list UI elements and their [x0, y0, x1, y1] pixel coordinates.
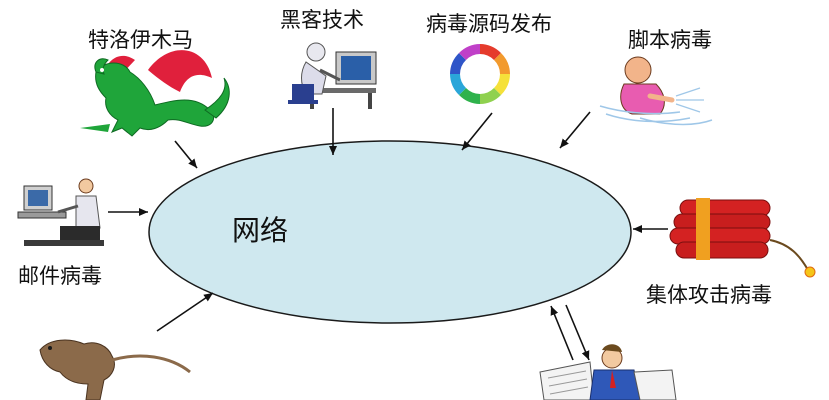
hacker-label: 黑客技术 — [280, 8, 364, 32]
hacker-computer-icon — [288, 42, 377, 109]
email-virus-label: 邮件病毒 — [18, 264, 102, 288]
script-virus-label: 脚本病毒 — [628, 28, 712, 52]
newspaper-reader-icon — [539, 344, 677, 400]
arrows — [108, 108, 668, 361]
color-cycle-icon — [450, 44, 510, 104]
arrow-bottom-right-up — [550, 305, 574, 361]
arrow-script-virus — [559, 111, 591, 149]
trojan-label: 特洛伊木马 — [88, 28, 193, 52]
computer-user-icon — [17, 178, 104, 246]
arrow-bottom-right-down — [565, 304, 590, 361]
arrow-source-release — [461, 112, 493, 151]
network-ellipse — [148, 140, 632, 324]
collective-attack-label: 集体攻击病毒 — [646, 283, 772, 307]
source-release-label: 病毒源码发布 — [426, 12, 552, 36]
sneezing-man-icon — [599, 56, 713, 126]
dynamite-icon — [669, 198, 816, 278]
network-label: 网络 — [232, 214, 289, 247]
dragon-icon — [80, 50, 230, 137]
arrow-bottom-left — [156, 292, 214, 332]
rat-icon — [39, 339, 191, 400]
arrow-trojan — [174, 140, 198, 169]
